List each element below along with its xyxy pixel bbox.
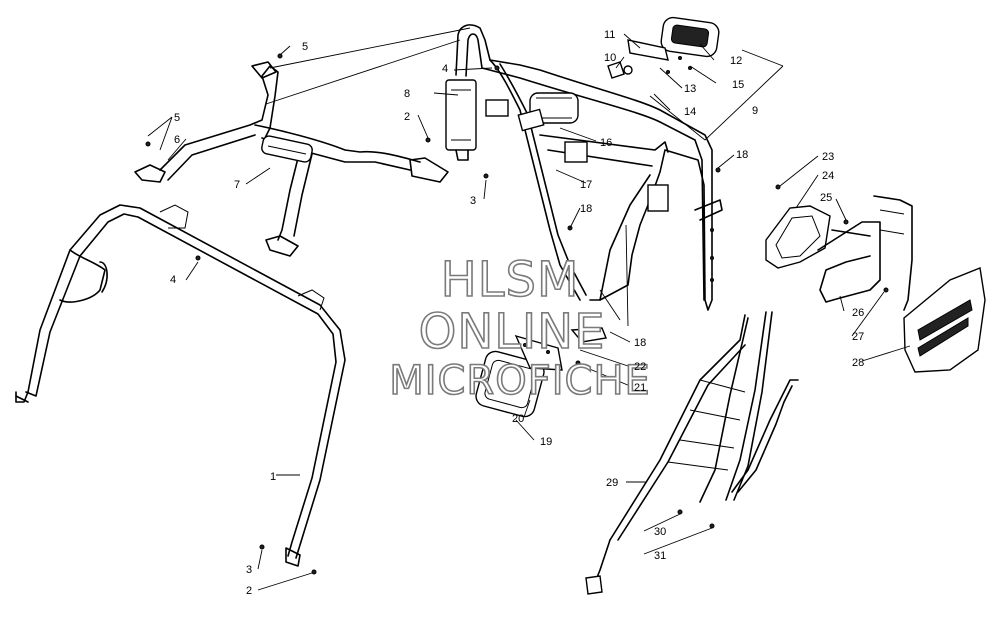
callout-27: 27 xyxy=(852,331,864,343)
callout-17: 17 xyxy=(580,179,592,191)
leader-lines xyxy=(147,33,911,591)
callout-18: 18 xyxy=(580,203,592,215)
callout-29: 29 xyxy=(606,477,618,489)
callout-26: 26 xyxy=(852,307,864,319)
callout-24: 24 xyxy=(822,170,834,182)
grab-handle-assembly xyxy=(765,184,986,373)
callout-25: 25 xyxy=(820,192,832,204)
callout-1: 1 xyxy=(270,471,276,483)
work-light xyxy=(475,167,721,418)
rear-support-bar xyxy=(134,61,449,257)
callout-3: 3 xyxy=(470,195,476,207)
leader-line xyxy=(269,27,471,69)
callout-23: 23 xyxy=(822,151,834,163)
callout-18: 18 xyxy=(736,149,748,161)
callout-9: 9 xyxy=(752,105,758,117)
side-net xyxy=(585,311,799,595)
callout-8: 8 xyxy=(404,88,410,100)
callout-2: 2 xyxy=(404,111,410,123)
fastener-dots xyxy=(145,53,500,575)
callout-6: 6 xyxy=(174,134,180,146)
callout-16: 16 xyxy=(600,137,612,149)
callout-4: 4 xyxy=(170,274,176,286)
callout-20: 20 xyxy=(512,413,524,425)
center-frame-cage xyxy=(445,24,723,311)
watermark: HLSM ONLINE MICROFICHE xyxy=(388,251,651,405)
callout-31: 31 xyxy=(654,550,666,562)
callout-14: 14 xyxy=(684,106,696,118)
callout-numbers: 1 2 2 3 3 4 4 5 5 6 7 8 9 10 11 12 13 14… xyxy=(170,29,864,597)
callout-5: 5 xyxy=(302,41,308,53)
roll-bar-tube xyxy=(15,204,346,567)
callout-21: 21 xyxy=(634,382,646,394)
callout-2: 2 xyxy=(246,585,252,597)
callout-15: 15 xyxy=(732,79,744,91)
leader-bracket-9 xyxy=(649,49,784,141)
callout-13: 13 xyxy=(684,83,696,95)
callout-5: 5 xyxy=(174,112,180,124)
callout-18: 18 xyxy=(634,337,646,349)
callout-28: 28 xyxy=(852,357,864,369)
callout-19: 19 xyxy=(540,436,552,448)
watermark-line-1: HLSM xyxy=(441,252,580,308)
leader-line xyxy=(265,39,461,105)
callout-12: 12 xyxy=(730,55,742,67)
license-light-assembly xyxy=(607,16,720,79)
callout-11: 11 xyxy=(604,29,615,41)
callout-10: 10 xyxy=(604,52,616,64)
watermark-line-3: MICROFICHE xyxy=(389,358,651,404)
callout-22: 22 xyxy=(634,361,646,373)
callout-3: 3 xyxy=(246,564,252,576)
callout-4: 4 xyxy=(442,63,448,75)
callout-7: 7 xyxy=(234,179,240,191)
watermark-line-2: ONLINE xyxy=(419,304,606,360)
callout-30: 30 xyxy=(654,526,666,538)
